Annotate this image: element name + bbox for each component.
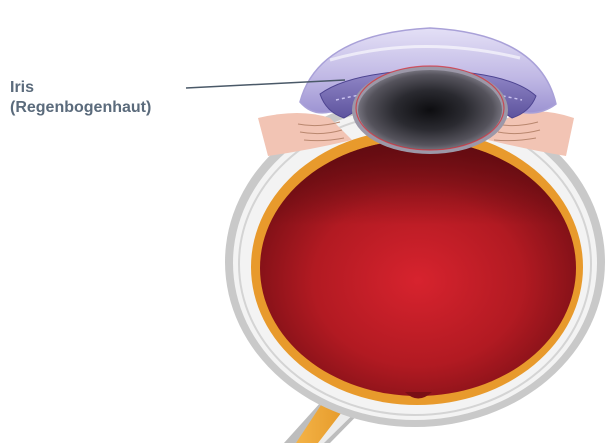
iris-label: Iris (Regenbogenhaut) [10,78,151,118]
iris-label-line2: (Regenbogenhaut) [10,98,151,118]
lens [352,66,508,154]
iris-label-line1: Iris [10,78,151,98]
